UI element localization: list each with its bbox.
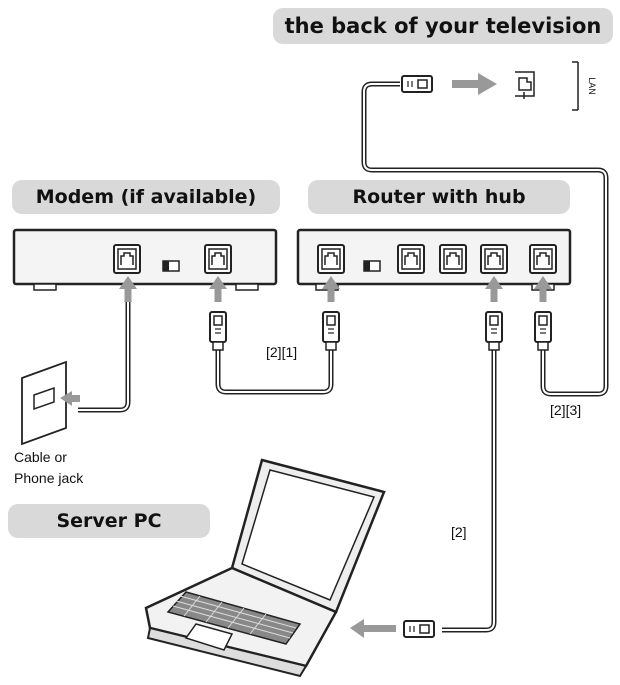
- lan-plug-icon: [209, 311, 227, 351]
- jack-label-line1: Cable or: [14, 449, 67, 465]
- cable-router-pc-label: [2]: [451, 524, 467, 540]
- lan-plug-icon: [485, 311, 503, 351]
- pc-lan-plug-icon: [403, 620, 435, 638]
- laptop-server-pc: [144, 458, 386, 678]
- tv-lan-plug-icon: [401, 75, 433, 93]
- laptop-keyboard: [166, 591, 302, 645]
- cable-router-pc: [442, 350, 497, 633]
- lan-plug-icon: [322, 311, 340, 351]
- wall-jack: [21, 360, 80, 446]
- router-with-hub: [296, 228, 572, 291]
- jack-label-line2: Phone jack: [14, 470, 84, 486]
- cable-router-tv: [361, 81, 609, 397]
- tv-back-label: the back of your television: [273, 8, 613, 44]
- modem: [12, 228, 278, 291]
- router-port-pc-icon: [480, 244, 508, 274]
- tv-lan-port-icon: [515, 61, 579, 111]
- laptop-touchpad: [184, 623, 234, 651]
- arrow-left-icon: [60, 391, 80, 406]
- arrow-left-icon: [350, 619, 396, 638]
- modem-label: Modem (if available): [12, 180, 280, 214]
- modem-port-lan-icon: [204, 244, 232, 274]
- router-port-tv-icon: [529, 244, 557, 274]
- tv-lan-port-label: LAN: [587, 77, 597, 95]
- cable-wall-to-modem: [78, 300, 131, 413]
- router-port-wan-icon: [317, 244, 345, 274]
- lan-plug-icon: [534, 311, 552, 351]
- cable-router-tv-label: [2][3]: [550, 402, 582, 418]
- cable-modem-router: [215, 350, 334, 395]
- router-port-icon: [397, 244, 425, 274]
- modem-port-line-icon: [113, 244, 141, 274]
- router-label: Router with hub: [308, 180, 570, 214]
- arrow-right-icon: [452, 73, 497, 95]
- cable-modem-router-label: [2][1]: [266, 344, 298, 360]
- server-pc-label: Server PC: [8, 504, 210, 538]
- router-port-icon: [439, 244, 467, 274]
